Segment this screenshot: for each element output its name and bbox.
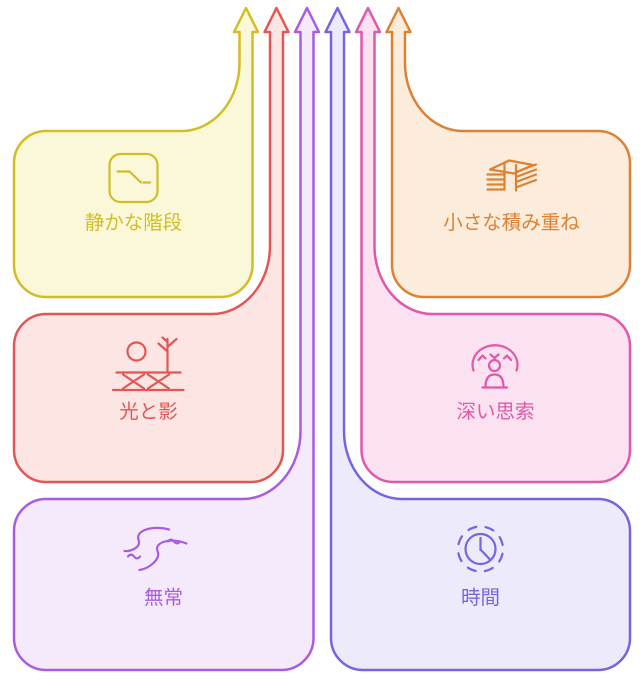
node-label: 時間 — [461, 586, 500, 609]
node-deep-contemplation: 深い思索 — [354, 6, 632, 484]
node-label: 光と影 — [119, 400, 178, 423]
meditating-person-icon — [471, 344, 519, 389]
node-label: 無常 — [144, 586, 183, 609]
winding-river-icon — [123, 526, 188, 572]
node-quiet-stairs: 静かな階段 — [12, 6, 260, 299]
node-card-arrow-shape — [12, 6, 321, 672]
node-label: 静かな階段 — [85, 211, 183, 234]
node-light-and-shadow: 光と影 — [12, 6, 290, 484]
node-card-arrow-shape — [385, 6, 632, 299]
node-card-arrow-shape — [354, 6, 632, 484]
sun-and-tree-icon — [111, 336, 185, 392]
node-small-accumulation: 小さな積み重ね — [385, 6, 632, 299]
node-card-arrow-shape — [12, 6, 260, 299]
node-impermanence: 無常 — [12, 6, 321, 672]
node-card-arrow-shape — [324, 6, 632, 672]
node-time: 時間 — [324, 6, 632, 672]
stacked-layers-icon — [486, 159, 538, 192]
node-card-arrow-shape — [12, 6, 290, 484]
clock-icon — [456, 525, 505, 573]
stairs-descending-icon — [108, 152, 159, 204]
node-label: 小さな積み重ね — [443, 211, 580, 234]
node-label: 深い思索 — [456, 400, 534, 423]
